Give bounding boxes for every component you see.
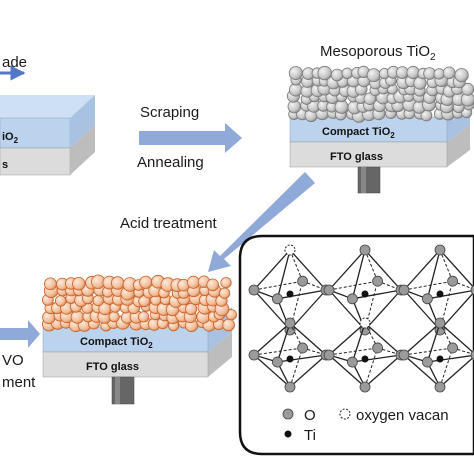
compact-tio2-label-top: Compact TiO2 — [322, 126, 395, 140]
titanium-atom — [437, 291, 444, 298]
particle — [367, 69, 380, 82]
fto-glass-label-top: FTO glass — [330, 151, 383, 163]
particle — [55, 296, 66, 307]
oxygen-atom — [324, 350, 334, 360]
particle — [342, 68, 353, 79]
vacancy-icon — [340, 409, 350, 419]
particle — [223, 319, 235, 331]
legend-o-label: O — [304, 407, 316, 424]
oxygen-atom — [298, 343, 308, 353]
titanium-atom — [437, 356, 444, 363]
oxygen-atom — [272, 357, 282, 367]
oxygen-atom — [324, 285, 334, 295]
particle — [44, 278, 56, 290]
titanium-atom — [362, 356, 369, 363]
oxygen-atom — [285, 382, 295, 392]
treated-particles — [42, 275, 236, 332]
oxygen-atom — [360, 382, 370, 392]
titanium-atom — [287, 291, 294, 298]
particle — [396, 67, 408, 79]
scraping-arrow: Scraping Annealing — [137, 104, 242, 171]
particle — [71, 311, 84, 324]
particle — [138, 312, 148, 322]
oxygen-atom — [373, 343, 383, 353]
particle — [407, 66, 419, 78]
oxygen-atom — [249, 285, 259, 295]
particle — [109, 312, 119, 322]
oxygen-atom — [285, 318, 295, 328]
particle — [111, 277, 124, 290]
titanium-atom — [287, 356, 294, 363]
particle — [73, 277, 86, 290]
titanium-atom — [362, 291, 369, 298]
oxygen-atom — [347, 294, 357, 304]
vacancy-site — [285, 245, 295, 255]
particle — [289, 67, 302, 80]
oxygen-atom — [435, 318, 445, 328]
particle — [140, 276, 152, 288]
oxygen-atom — [448, 276, 458, 286]
particle — [443, 67, 455, 79]
legend-vacancy-label: oxygen vacan — [356, 407, 449, 424]
oxygen-atom — [435, 382, 445, 392]
annealing-label: Annealing — [137, 154, 204, 171]
legend-ti-label: Ti — [304, 427, 316, 444]
oxygen-atom — [272, 294, 282, 304]
oxygen-atom — [448, 343, 458, 353]
right-arrow-icon — [139, 123, 242, 153]
mesoporous-label: Mesoporous TiO2 — [320, 43, 436, 63]
particle — [219, 288, 229, 298]
oxygen-atom — [347, 357, 357, 367]
oxygen-atom — [435, 245, 445, 255]
oxygen-atom — [373, 276, 383, 286]
oxygen-atom — [422, 357, 432, 367]
particle — [207, 279, 219, 291]
particle — [455, 69, 468, 82]
titanium-atom-icon — [285, 431, 292, 438]
left-bottom-label-1: VO — [2, 352, 24, 369]
particle — [93, 295, 103, 305]
oxygen-atom — [399, 350, 409, 360]
crystal-structure-panel: O Ti oxygen vacan — [240, 236, 474, 454]
oxygen-atom — [399, 285, 409, 295]
oxygen-atom — [249, 350, 259, 360]
oxygen-atom-icon — [283, 409, 293, 419]
oxygen-atom — [298, 276, 308, 286]
mesoporous-device: Mesoporous TiO2 Compact TiO2 FTO glass — [287, 43, 474, 193]
left-arrow-icon — [0, 320, 40, 348]
left-bottom-label-2: ment — [2, 374, 36, 391]
compact-tio2-label-bottom: Compact TiO2 — [80, 336, 153, 350]
scraping-label: Scraping — [140, 104, 199, 121]
oxygen-atom — [360, 245, 370, 255]
particle — [331, 69, 343, 81]
left-glass-label: s — [2, 159, 8, 171]
oxygen-atom — [422, 294, 432, 304]
particle — [221, 278, 231, 288]
vacancy-site — [360, 318, 370, 328]
treated-device: Compact TiO2 FTO glass — [42, 275, 236, 404]
particle — [187, 276, 199, 288]
left-device-fragment: iO2 s ade — [0, 54, 95, 175]
fto-glass-label-bottom: FTO glass — [86, 361, 139, 373]
particle — [318, 66, 332, 80]
mesoporous-particles — [287, 66, 474, 122]
acid-treatment-label: Acid treatment — [120, 215, 218, 232]
left-bottom-fragment: VO ment — [0, 320, 40, 391]
particle — [434, 69, 445, 80]
top-left-label: ade — [2, 54, 27, 71]
